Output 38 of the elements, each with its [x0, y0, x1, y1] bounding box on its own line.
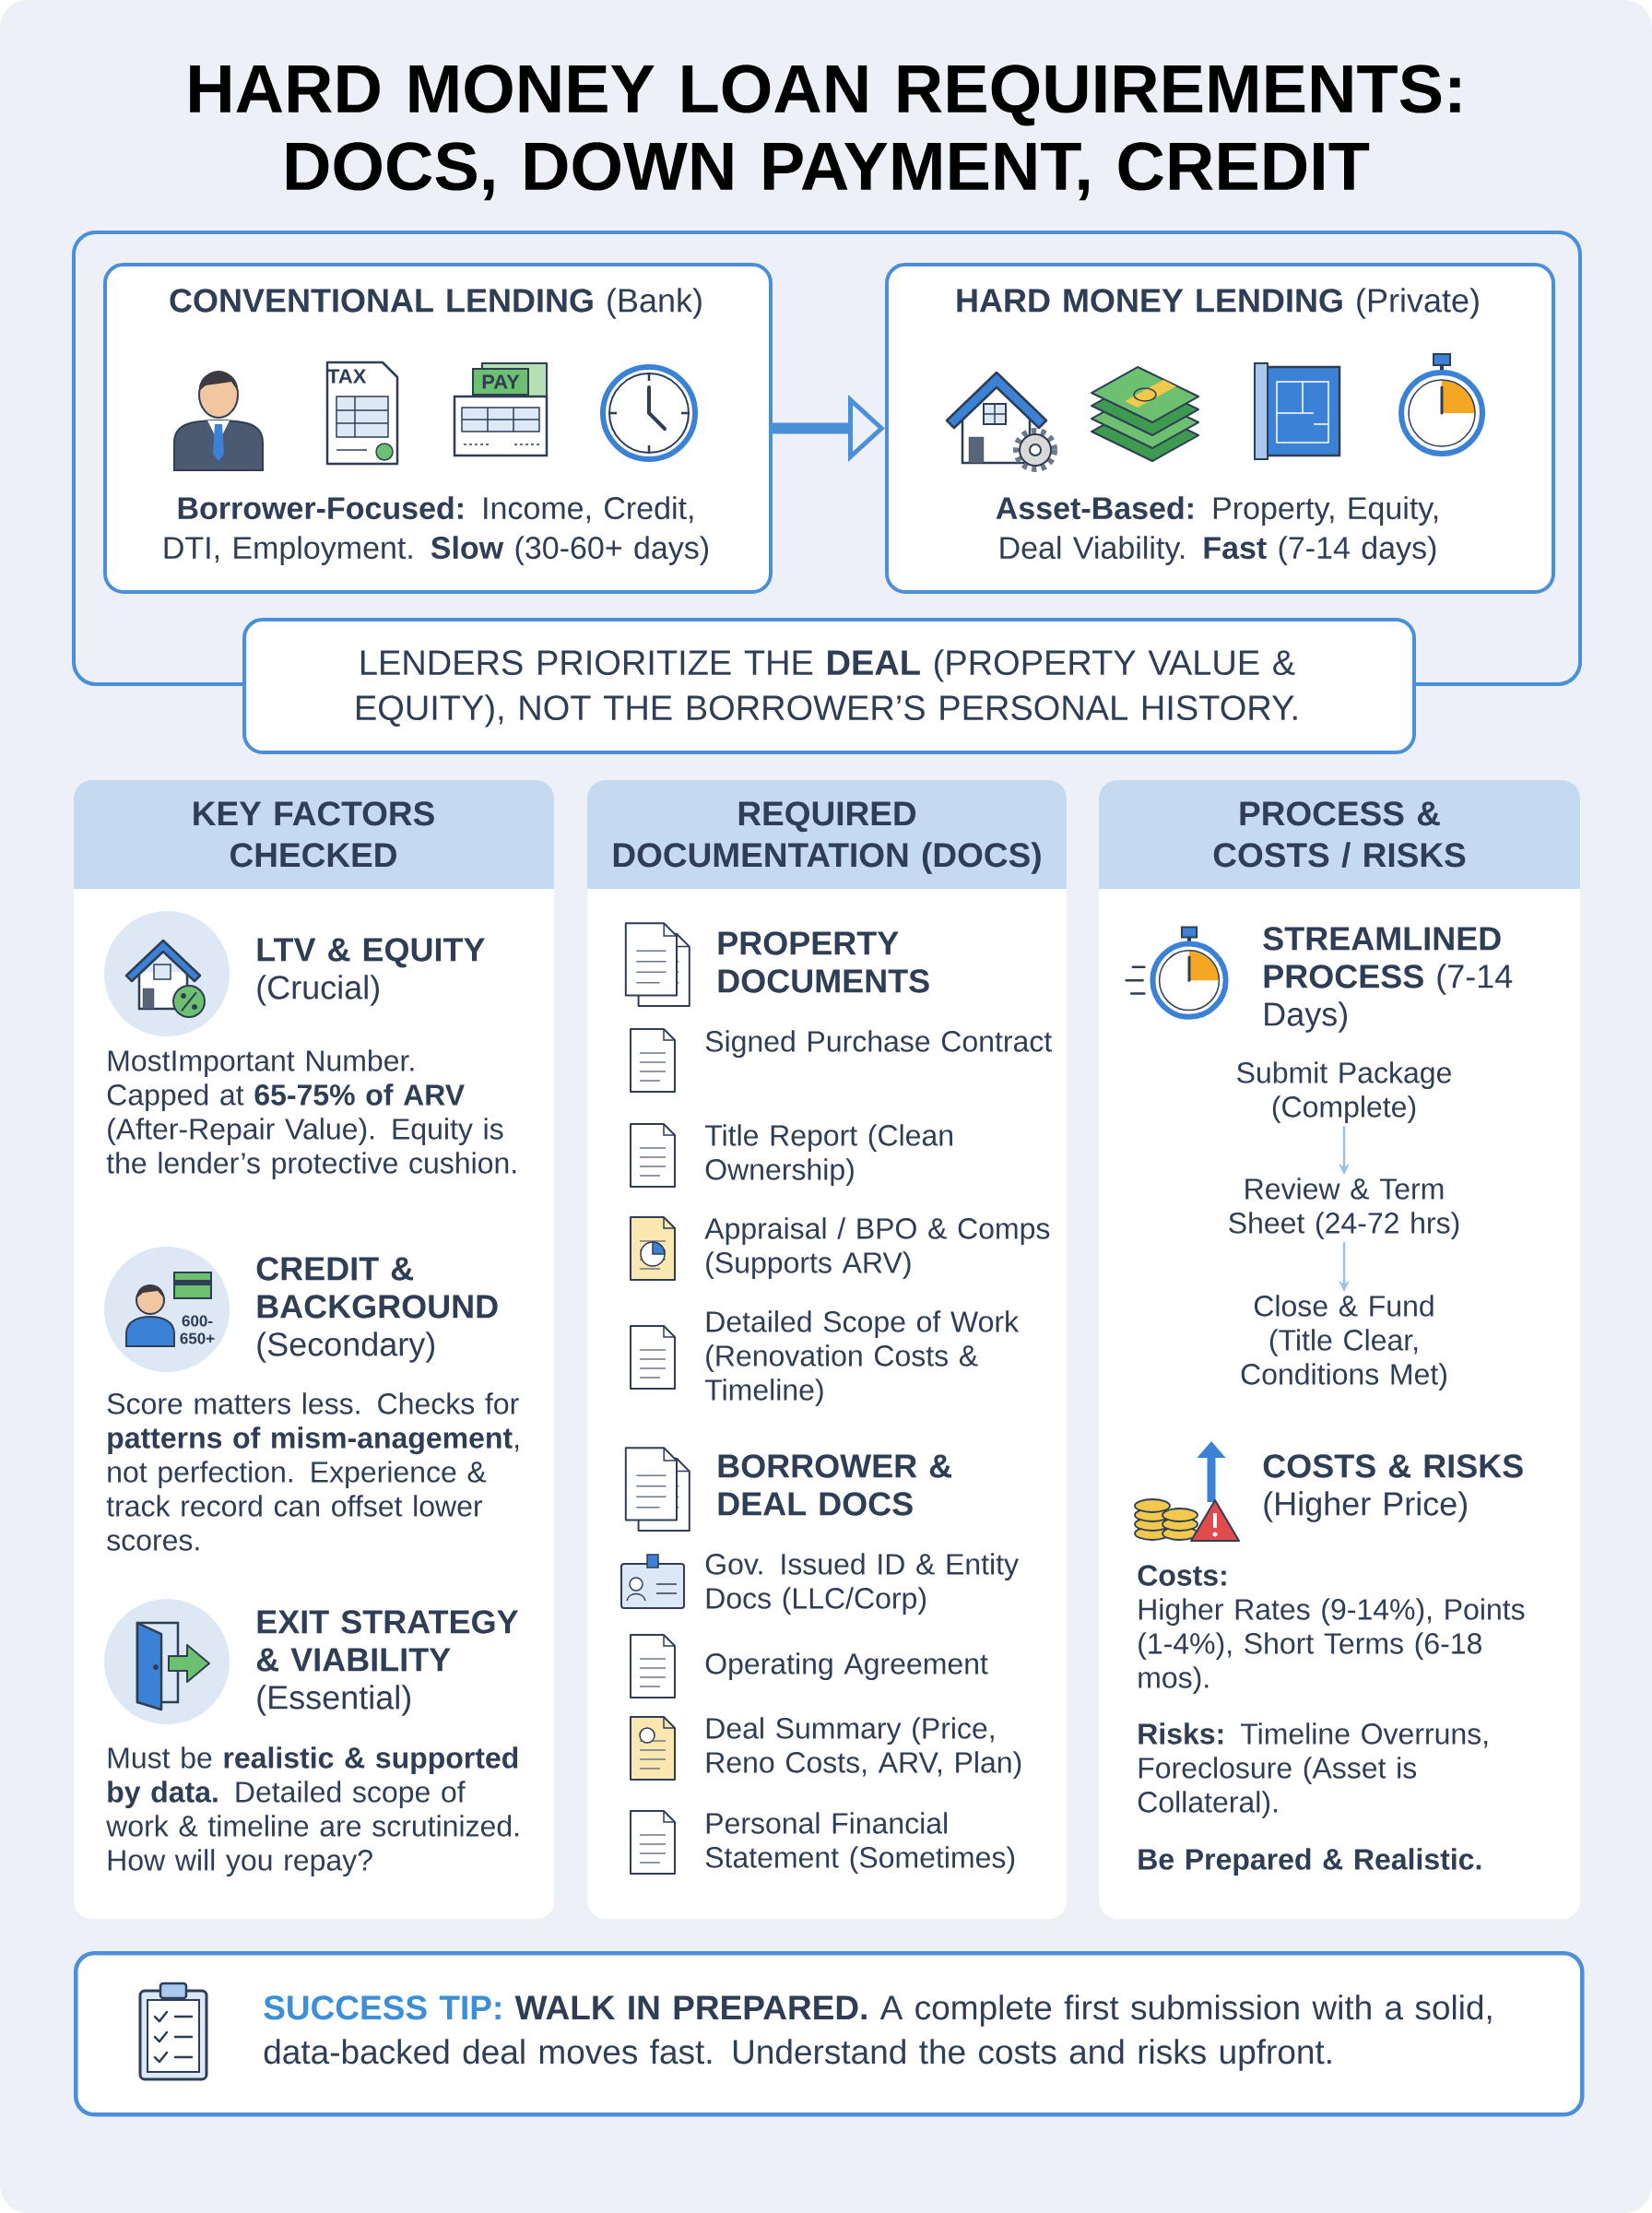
box-heading: CONVENTIONAL LENDING (Bank) — [170, 288, 702, 319]
costs-heading: Costs: — [1138, 1565, 1226, 1586]
score-label: 600-650+ — [180, 1315, 215, 1344]
title: HARD MONEY LOAN REQUIREMENTS: DOCS, DOWN PAYMENT, CREDIT — [190, 65, 1460, 201]
box-heading: HARD MONEY LENDING (Private) — [957, 288, 1479, 319]
document-text: Appraisal / BPO & Comps (Supports ARV) — [704, 1217, 1050, 1280]
section-heading: BORROWER & DEAL DOCS — [718, 1454, 952, 1516]
section-heading: PROPERTY DOCUMENTS — [718, 931, 929, 993]
factor-text: MostImportant Number. Capped at 65-75% of ARV (After-Repair Value). Equity is the lender’s protective cushion. — [106, 1049, 516, 1180]
factor-text: Must be realistic & supported by data. Detailed scope of work & timeline are scrutinized. How will you repay? — [106, 1746, 519, 1877]
step-text: Close & Fund (Title Clear, Conditions Met) — [1241, 1295, 1446, 1391]
risks-text: Risks: Timeline Overruns, Foreclosure (Asset is Collateral). — [1138, 1722, 1488, 1819]
factor-heading: EXIT STRATEGY & VIABILITY (Essential) — [256, 1610, 519, 1716]
section-heading: COSTS & RISKS (Higher Price) — [1263, 1454, 1523, 1522]
document-text: Detailed Scope of Work (Renovation Costs & Timeline) — [704, 1310, 1020, 1406]
step-text: Review & Term Sheet (24-72 hrs) — [1229, 1178, 1459, 1239]
box-text: Borrower-Focused: Income, Credit, DTI, Employment. Slow (30-60+ days) — [164, 496, 708, 565]
factor-text: Score matters less. Checks for patterns of mism-anagement, not perfection. Experience & track record can offset lower scores. — [106, 1392, 519, 1551]
factor-heading: LTV & EQUITY (Crucial) — [257, 938, 485, 1006]
document-text: Title Report (Clean Ownership) — [704, 1124, 952, 1187]
column-header: REQUIRED DOCUMENTATION (DOCS) — [587, 780, 1067, 889]
step-text: Submit Package (Complete) — [1237, 1061, 1451, 1124]
factor-heading: CREDIT & BACKGROUND (Secondary) — [256, 1257, 498, 1363]
costs-text: Higher Rates (9-14%), Points (1-4%), Short Terms (6-18 mos). — [1139, 1598, 1525, 1694]
document-text: Signed Purchase Contract — [705, 1030, 1052, 1059]
box-text: Asset-Based: Property, Equity, Deal Viability. Fast (7-14 days) — [996, 496, 1438, 565]
form-label: TAX — [327, 369, 367, 384]
closing-note: Be Prepared & Realistic. — [1139, 1848, 1481, 1876]
document-text: Operating Agreement — [705, 1652, 988, 1681]
tab-label: PAY — [482, 374, 520, 389]
statement-text: LENDERS PRIORITIZE THE DEAL (PROPERTY VALUE & EQUITY), NOT THE BORROWER’S PERSONAL HISTORY. — [357, 649, 1297, 728]
document-text: Deal Summary (Price, Reno Costs, ARV, Plan) — [706, 1717, 1021, 1780]
section-heading: STREAMLINED PROCESS (7-14 Days) — [1263, 927, 1513, 1033]
tip-text: SUCCESS TIP: WALK IN PREPARED. A complete first submission with a solid, data-backed deal moves fast. Understand the costs and risks upfront. — [264, 1994, 1492, 2071]
document-text: Gov. Issued ID & Entity Docs (LLC/Corp) — [705, 1553, 1019, 1615]
document-text: Personal Financial Statement (Sometimes) — [705, 1812, 1015, 1875]
column-header: PROCESS & COSTS / RISKS — [1099, 780, 1580, 889]
column-header: KEY FACTORS CHECKED — [74, 780, 554, 889]
